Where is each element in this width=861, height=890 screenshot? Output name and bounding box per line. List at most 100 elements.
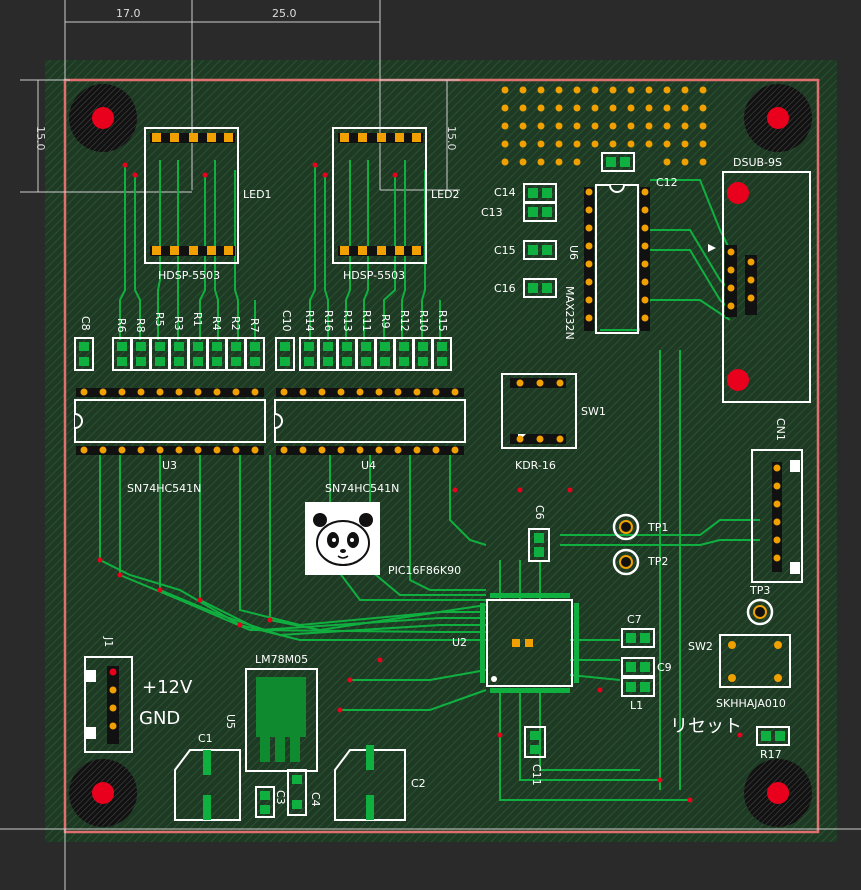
label-c9: C9 bbox=[657, 661, 672, 674]
ic-u2-pic[interactable] bbox=[480, 593, 579, 693]
label-sn2: SN74HC541N bbox=[325, 482, 400, 495]
label-c4: C4 bbox=[309, 792, 322, 807]
label-r13: R13 bbox=[341, 310, 354, 332]
label-cn1: CN1 bbox=[774, 418, 787, 441]
testpoint-tp2[interactable] bbox=[612, 548, 640, 576]
inductor-l1[interactable] bbox=[621, 677, 655, 697]
capacitor-c9[interactable] bbox=[621, 657, 655, 677]
label-r1: R1 bbox=[191, 312, 204, 327]
label-r14: R14 bbox=[303, 310, 316, 332]
ic-u3[interactable] bbox=[74, 388, 266, 455]
dim-15-left: 15.0 bbox=[34, 126, 47, 151]
label-12v: +12V bbox=[142, 677, 193, 698]
label-r5: R5 bbox=[153, 312, 166, 327]
label-c15: C15 bbox=[494, 244, 516, 257]
label-r3: R3 bbox=[172, 316, 185, 331]
label-r10: R10 bbox=[417, 310, 430, 332]
label-c16: C16 bbox=[494, 282, 516, 295]
label-c11: C11 bbox=[530, 764, 543, 786]
regulator-u5[interactable] bbox=[245, 668, 318, 772]
label-r9: R9 bbox=[379, 314, 392, 329]
label-r4: R4 bbox=[210, 316, 223, 331]
label-c1: C1 bbox=[198, 732, 213, 745]
label-c2: C2 bbox=[411, 777, 426, 790]
label-r8: R8 bbox=[134, 318, 147, 333]
capacitor-c3[interactable] bbox=[255, 786, 275, 818]
label-c7: C7 bbox=[627, 613, 642, 626]
connector-j1[interactable] bbox=[84, 656, 133, 753]
label-r2: R2 bbox=[229, 316, 242, 331]
label-c14: C14 bbox=[494, 186, 516, 199]
label-c3: C3 bbox=[274, 790, 287, 805]
vias bbox=[97, 162, 743, 803]
dim-15-right: 15.0 bbox=[445, 126, 458, 151]
label-sn1: SN74HC541N bbox=[127, 482, 202, 495]
capacitor-c6[interactable] bbox=[528, 528, 550, 562]
label-led1: LED1 bbox=[243, 188, 272, 201]
switch-sw1[interactable] bbox=[501, 373, 577, 449]
label-skh: SKHHAJA010 bbox=[716, 697, 786, 710]
switch-sw2[interactable] bbox=[719, 634, 791, 688]
label-r11: R11 bbox=[360, 310, 373, 332]
pin-array-pads bbox=[501, 86, 707, 166]
label-lm78m05: LM78M05 bbox=[255, 653, 309, 666]
label-pic: PIC16F86K90 bbox=[388, 564, 462, 577]
label-hdsp1: HDSP-5503 bbox=[158, 269, 221, 282]
connector-cn1[interactable] bbox=[751, 449, 803, 583]
capacitor-c4[interactable] bbox=[287, 769, 307, 816]
testpoint-tp3[interactable] bbox=[746, 598, 774, 626]
capacitor-c2[interactable] bbox=[334, 745, 406, 821]
label-kdr16: KDR-16 bbox=[515, 459, 556, 472]
resistor-array-right[interactable] bbox=[275, 337, 452, 371]
dsub-pads bbox=[727, 248, 755, 310]
capacitor-c12[interactable] bbox=[601, 152, 635, 172]
ic-u6[interactable] bbox=[584, 184, 650, 334]
dip-pads bbox=[80, 388, 459, 454]
label-reset: リセット bbox=[670, 716, 742, 737]
label-sw2: SW2 bbox=[688, 640, 713, 653]
resistor-pads bbox=[79, 342, 447, 366]
traces bbox=[99, 160, 760, 801]
label-r16: R16 bbox=[322, 310, 335, 332]
label-u4: U4 bbox=[361, 459, 377, 472]
u6-pads bbox=[585, 188, 649, 322]
label-r15: R15 bbox=[436, 310, 449, 332]
mounting-holes bbox=[69, 84, 812, 827]
label-dsub: DSUB-9S bbox=[733, 156, 783, 169]
label-hdsp2: HDSP-5503 bbox=[343, 269, 406, 282]
panda-icon bbox=[305, 502, 380, 575]
label-u5: U5 bbox=[224, 714, 237, 730]
label-r12: R12 bbox=[398, 310, 411, 332]
dim-25: 25.0 bbox=[272, 7, 297, 20]
label-l1: L1 bbox=[630, 699, 644, 712]
label-tp3: TP3 bbox=[750, 584, 771, 597]
label-u2: U2 bbox=[452, 636, 468, 649]
capacitor-c1[interactable] bbox=[174, 749, 241, 821]
label-max232: MAX232N bbox=[563, 286, 576, 340]
label-c10: C10 bbox=[280, 310, 293, 332]
dsub-connector[interactable] bbox=[708, 171, 811, 403]
label-u6: U6 bbox=[567, 245, 580, 261]
label-r6: R6 bbox=[115, 318, 128, 333]
led-pads bbox=[152, 133, 421, 255]
label-c12: C12 bbox=[656, 176, 678, 189]
resistor-array-left[interactable] bbox=[74, 337, 265, 371]
small-cap-pads bbox=[528, 188, 552, 293]
label-c13: C13 bbox=[481, 206, 503, 219]
label-sw1: SW1 bbox=[581, 405, 606, 418]
label-gnd: GND bbox=[139, 708, 181, 729]
label-u3: U3 bbox=[162, 459, 178, 472]
label-c6: C6 bbox=[533, 505, 546, 520]
dim-17: 17.0 bbox=[116, 7, 141, 20]
capacitor-c11[interactable] bbox=[524, 726, 546, 758]
ic-u4[interactable] bbox=[274, 388, 466, 455]
label-r17: R17 bbox=[760, 748, 782, 761]
label-r7: R7 bbox=[248, 318, 261, 333]
testpoint-tp1[interactable] bbox=[612, 513, 640, 541]
capacitor-c14-c13[interactable] bbox=[523, 183, 557, 298]
resistor-r17[interactable] bbox=[756, 726, 790, 746]
capacitor-c7[interactable] bbox=[621, 628, 655, 648]
label-c8: C8 bbox=[79, 316, 92, 331]
